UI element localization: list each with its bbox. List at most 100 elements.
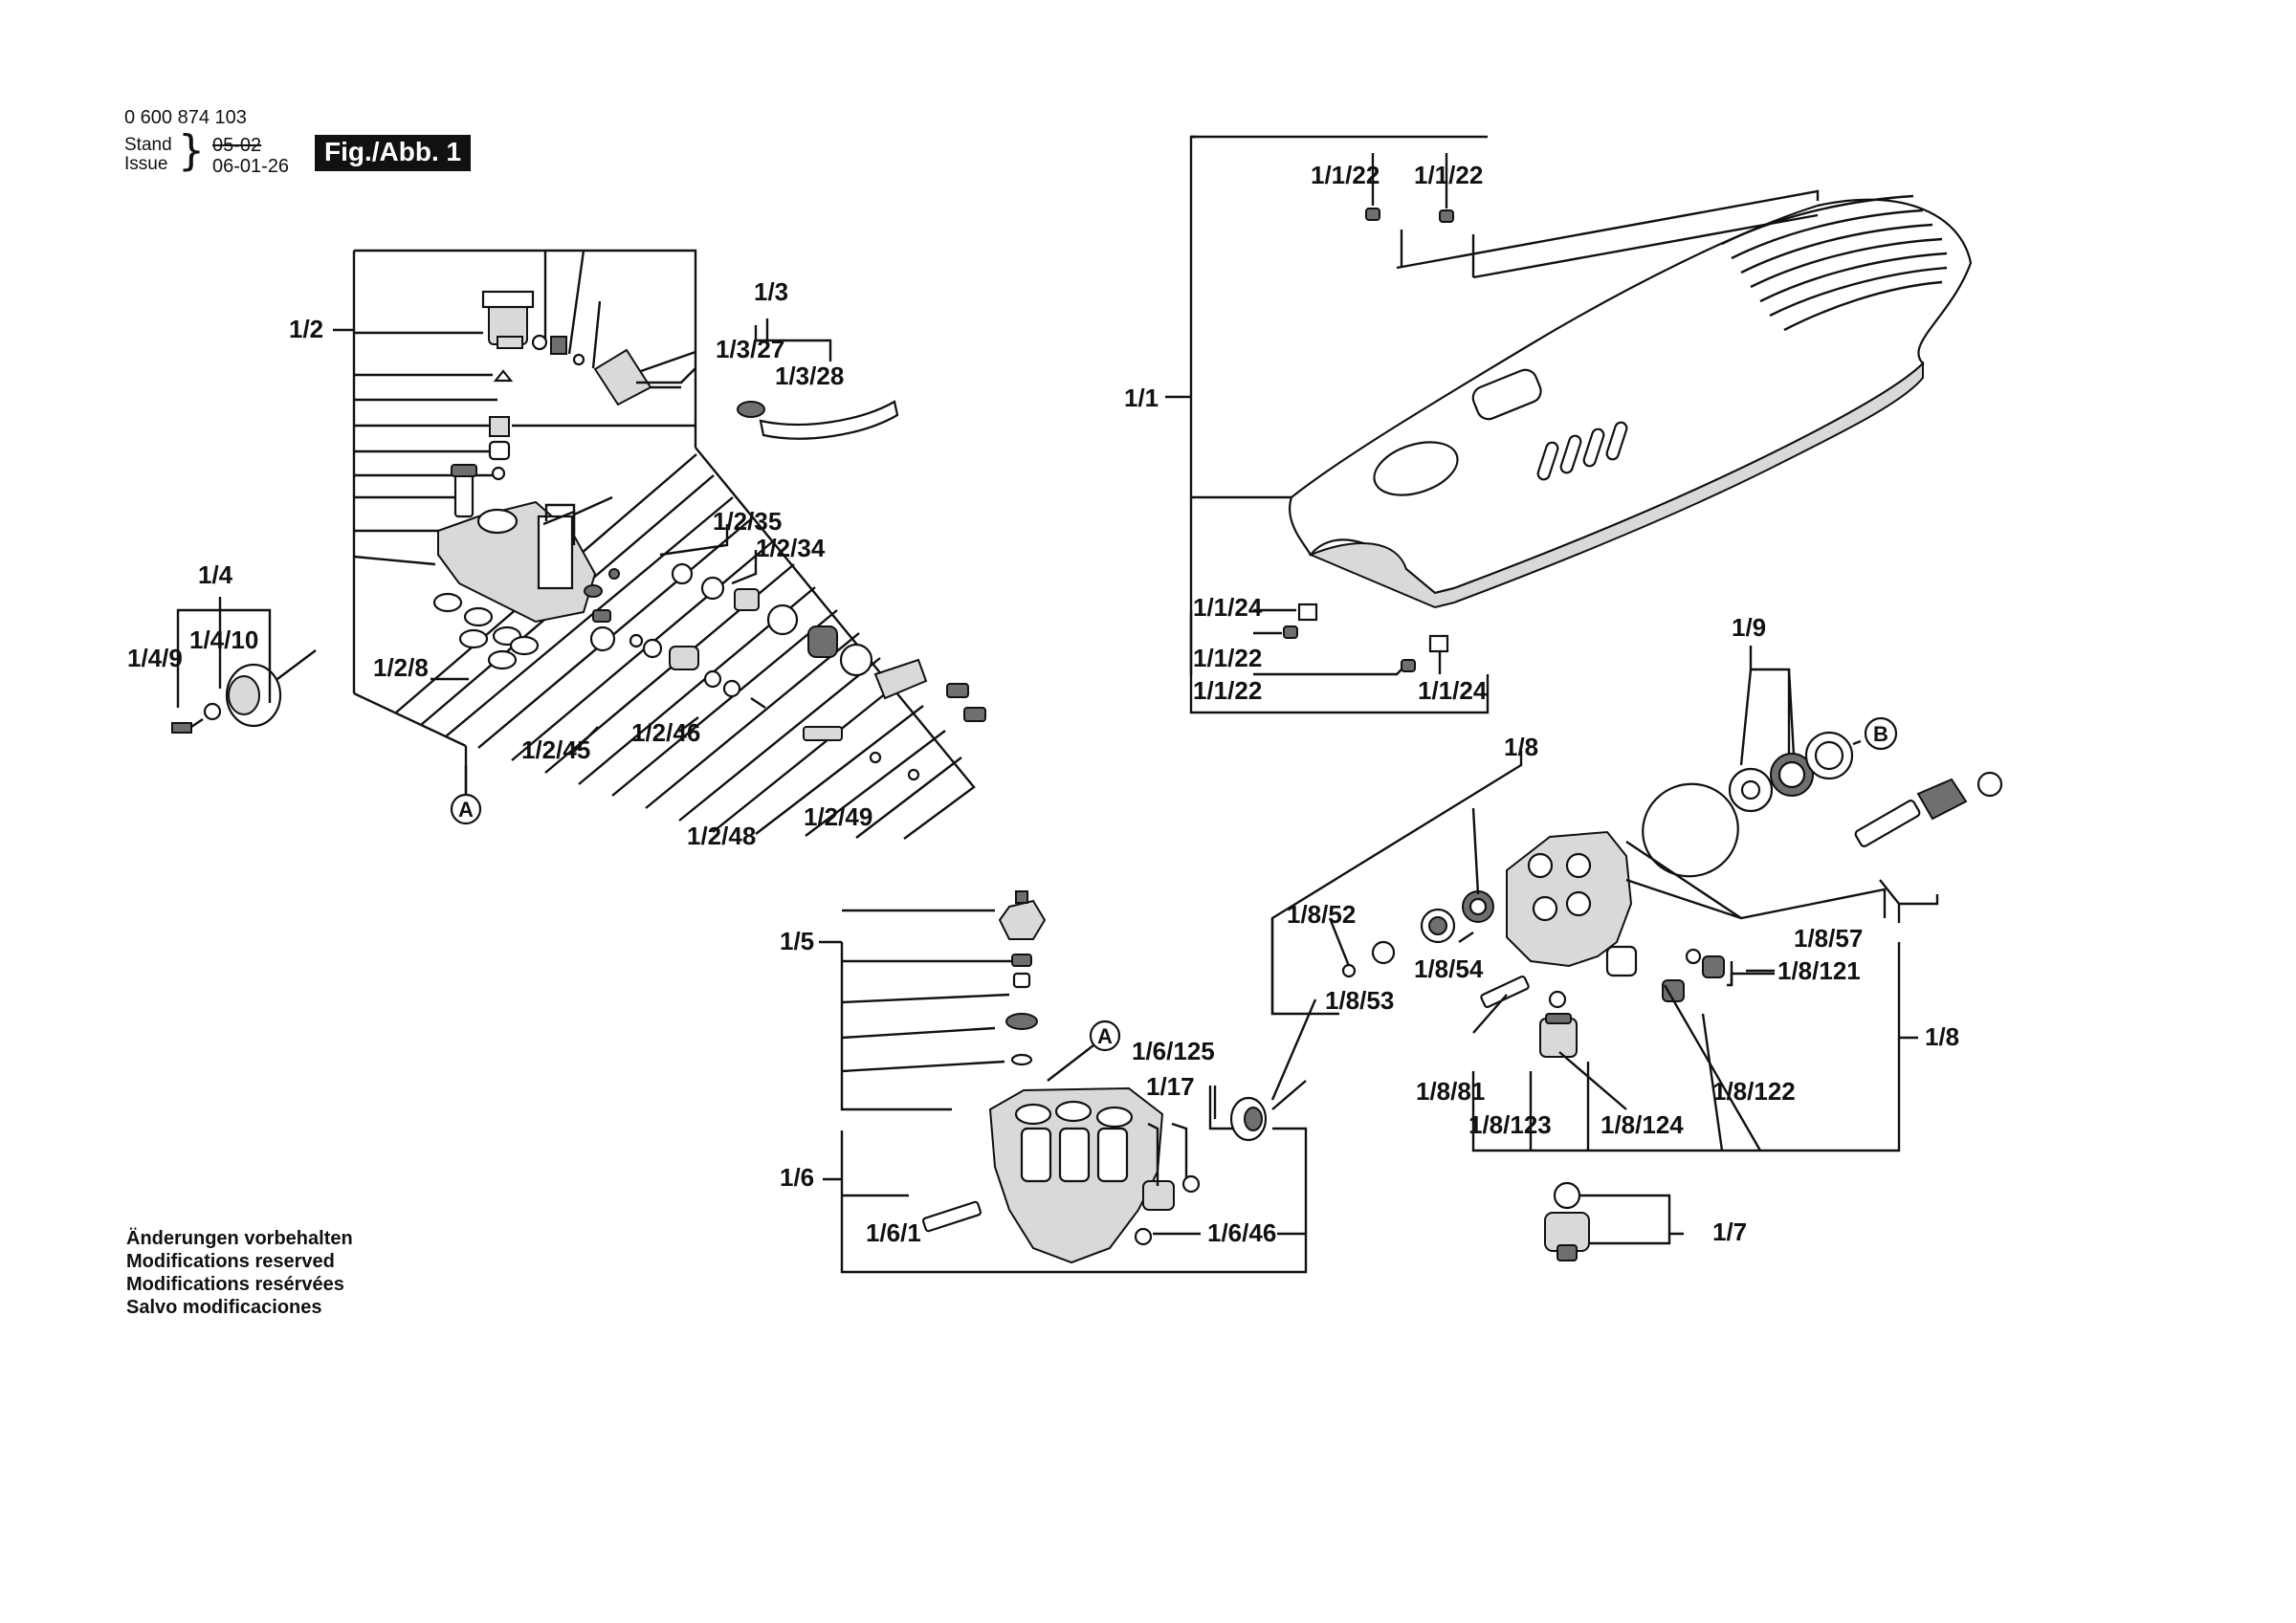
elbow-nut: [481, 290, 535, 309]
ring-dark: [550, 336, 567, 355]
plug-icon: [1702, 955, 1725, 978]
o-ring-set: [432, 592, 540, 670]
callout-1-2-48: 1/2/48: [687, 822, 756, 850]
bracket-1-4: [176, 608, 272, 708]
o-ring-icon: [1685, 948, 1702, 965]
valve-cap-icon: [998, 899, 1047, 940]
callout-1-4-9: 1/4/9: [127, 644, 183, 672]
o-ring-icon: [1010, 1053, 1033, 1066]
spring-icon: [1011, 954, 1032, 967]
callout-1-1-22c: 1/1/22: [1193, 644, 1262, 672]
callout-1-6-1: 1/6/1: [866, 1218, 921, 1247]
note-de: Änderungen vorbehalten: [126, 1228, 353, 1249]
o-ring-icon: [1341, 963, 1357, 978]
hose-icon: [759, 400, 899, 440]
callout-1-1-24a: 1/1/24: [1193, 593, 1263, 622]
callout-1-5: 1/5: [780, 927, 814, 955]
hood-assembly-group: 1/1 1/1/22 1/1/22 1/1/24 1/1/22 1/1/22 1…: [1124, 135, 1973, 714]
o-ring-tiny: [572, 353, 585, 366]
new-date: 06-01-26: [212, 156, 290, 177]
plug-small: [584, 584, 603, 598]
check-valve-cone: [493, 369, 514, 383]
bolt-icon: [1480, 975, 1530, 1009]
callout-1-8-124: 1/8/124: [1601, 1110, 1684, 1139]
screw-icon: [1283, 625, 1298, 639]
callout-1-2-45: 1/2/45: [521, 735, 590, 764]
manifold-block: [537, 515, 574, 590]
callout-1-6: 1/6: [780, 1163, 814, 1192]
o-ring-icon: [1371, 940, 1396, 965]
roller-link: [276, 649, 317, 680]
screw-icon: [1439, 209, 1454, 223]
circlip-icon: [1976, 771, 2003, 798]
callout-1-8-81: 1/8/81: [1416, 1077, 1485, 1106]
hose-clamp-icon: [737, 401, 765, 418]
figure-label: Fig./Abb. 1: [315, 135, 472, 171]
callout-1-1-22a: 1/1/22: [1311, 161, 1380, 189]
connector-a-circle: [450, 793, 482, 825]
callout-1-2-35: 1/2/35: [713, 507, 782, 536]
note-es: Salvo modificaciones: [126, 1297, 322, 1318]
callout-1-8-57: 1/8/57: [1794, 924, 1863, 953]
o-ring-icon: [1134, 1227, 1153, 1246]
o-ring-icon: [1548, 990, 1567, 1009]
callout-1-2-46: 1/2/46: [631, 718, 700, 747]
clip-icon: [1428, 634, 1449, 653]
clip-icon: [1297, 603, 1318, 622]
callout-1-7: 1/7: [1712, 1217, 1747, 1246]
callout-1-1-22d: 1/1/22: [1193, 676, 1262, 705]
valve-assembly-group: 1/2 1/3 1/3/27 1/3/28 1/2/35 1/2/34 1/4 …: [127, 249, 986, 850]
callout-1-8-122: 1/8/122: [1712, 1077, 1796, 1106]
manifold-port: [476, 508, 519, 535]
callout-1-1: 1/1: [1124, 384, 1159, 412]
connector-b-right: B: [1873, 722, 1888, 746]
callout-1-17: 1/17: [1146, 1072, 1195, 1101]
callout-1-1-24b: 1/1/24: [1418, 676, 1488, 705]
hood-icon: [1288, 198, 1973, 595]
callout-1-2-8: 1/2/8: [373, 653, 429, 682]
washer-icon: [203, 702, 222, 721]
bracket-line: [754, 325, 832, 362]
hood-vents: [1373, 194, 1948, 496]
callout-1-1-22b: 1/1/22: [1414, 161, 1483, 189]
callout-1-2-49: 1/2/49: [804, 802, 872, 831]
old-date: 05-02: [212, 135, 262, 156]
callout-1-8-121: 1/8/121: [1777, 956, 1861, 985]
spring-small: [489, 416, 510, 437]
note-fr: Modifications resérvées: [126, 1274, 344, 1295]
frame-line: [695, 447, 976, 840]
bolt-icon: [921, 1200, 982, 1233]
callout-1-4-10: 1/4/10: [189, 625, 258, 654]
large-o-ring-icon: [1642, 782, 1739, 878]
roller-hub: [228, 675, 260, 715]
bolt-head: [451, 464, 477, 477]
frame-line: [354, 249, 697, 448]
note-en: Modifications reserved: [126, 1251, 335, 1272]
callout-1-8-123: 1/8/123: [1468, 1110, 1552, 1139]
elbow-base: [497, 336, 523, 349]
issue-label: Issue: [124, 154, 168, 174]
part-number: 0 600 874 103: [124, 107, 247, 128]
callout-1-8-52: 1/8/52: [1287, 900, 1356, 929]
callout-1-8-53: 1/8/53: [1325, 986, 1394, 1015]
callout-1-6-46: 1/6/46: [1207, 1218, 1276, 1247]
o-ring-valve: [491, 466, 506, 481]
pump-head-group: B: [1270, 613, 2003, 1261]
crankcase-group: A 1/5 1/6/125 1/17 1/6 1/: [780, 890, 1317, 1274]
connector-b-circle: [1864, 716, 1898, 751]
screw-icon: [1401, 659, 1416, 672]
seal-row: [589, 562, 986, 781]
connector-a-left: A: [458, 798, 474, 822]
spring-icon: [1916, 778, 1968, 821]
callout-1-8-54: 1/8/54: [1414, 954, 1484, 983]
retaining-clip: [544, 503, 576, 545]
connector-a-mid: A: [1097, 1024, 1113, 1048]
callout-1-3: 1/3: [754, 277, 788, 306]
frame-line: [353, 691, 467, 748]
callout-1-9: 1/9: [1732, 613, 1766, 642]
modifications-notice: Änderungen vorbehalten Modifications res…: [126, 1227, 353, 1319]
callout-1-2: 1/2: [289, 315, 323, 343]
connector-a-mid-circle: [1089, 1020, 1121, 1052]
pin-icon: [1854, 800, 1921, 847]
